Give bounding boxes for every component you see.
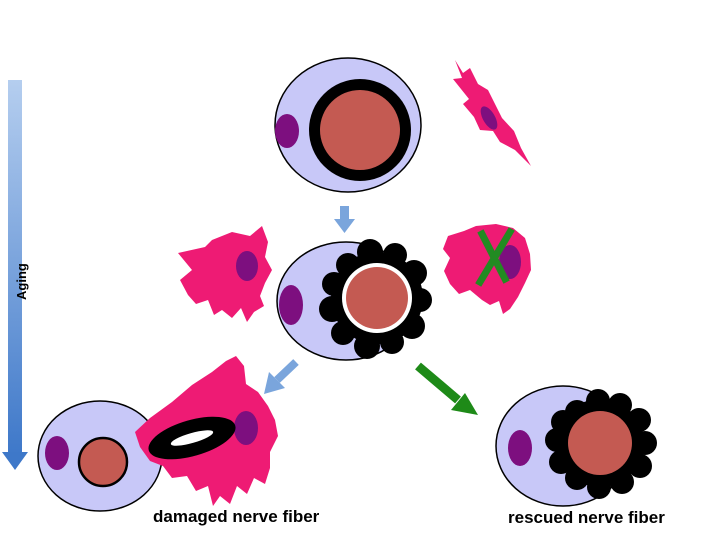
aging-arrow-icon xyxy=(2,80,28,470)
damaged-nerve-fiber xyxy=(37,400,163,512)
damaged-nerve-fiber-label: damaged nerve fiber xyxy=(153,507,320,526)
microglia-resting xyxy=(453,60,531,166)
healthy-nerve-fiber xyxy=(274,57,422,193)
arrow-damage-icon xyxy=(264,359,299,394)
microglia-phagocytic xyxy=(135,356,278,506)
arrow-rescue-icon xyxy=(415,362,478,415)
rescued-nerve-fiber xyxy=(495,385,657,507)
microglia-inhibited xyxy=(443,224,531,314)
arrow-down-icon xyxy=(334,206,355,233)
degenerating-nerve-fiber xyxy=(276,239,432,361)
rescued-nerve-fiber-label: rescued nerve fiber xyxy=(508,508,665,527)
cross-mark-icon xyxy=(475,227,515,287)
aging-label: Aging xyxy=(14,263,29,300)
microglia-activated-left xyxy=(178,226,272,322)
